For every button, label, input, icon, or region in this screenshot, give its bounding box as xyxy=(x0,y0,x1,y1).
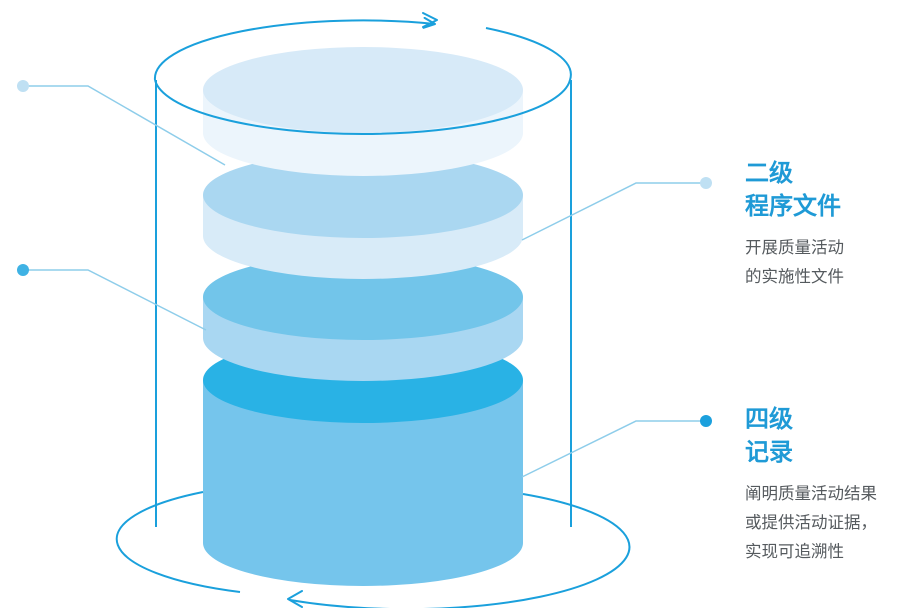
level-4-label: 四级 记录 阐明质量活动结果 或提供活动证据， 实现可追溯性 xyxy=(745,403,877,566)
level-2-label: 二级 程序文件 开展质量活动 的实施性文件 xyxy=(745,157,844,291)
level-2-description: 开展质量活动 的实施性文件 xyxy=(745,233,844,291)
level-4-desc-line2: 或提供活动证据， xyxy=(745,513,877,532)
level-4-description: 阐明质量活动结果 或提供活动证据， 实现可追溯性 xyxy=(745,479,877,566)
top-ring-back xyxy=(153,16,436,81)
leader-line-level-2 xyxy=(521,182,706,241)
leader-line-level-1 xyxy=(23,85,226,166)
level-4-desc-line1: 阐明质量活动结果 xyxy=(745,484,877,503)
bottom-ring-right xyxy=(289,493,631,608)
level-2-desc-line1: 开展质量活动 xyxy=(745,238,844,257)
level-4-desc-line3: 实现可追溯性 xyxy=(745,542,844,561)
rotation-arrow-icon xyxy=(287,590,303,608)
leader-dot-level-3 xyxy=(17,264,29,276)
top-ring-front xyxy=(154,27,572,135)
layer-3-disk xyxy=(203,254,523,381)
level-4-title: 四级 记录 xyxy=(745,403,877,469)
level-2-title-line2: 程序文件 xyxy=(745,192,841,220)
leader-line-level-3 xyxy=(23,269,207,331)
level-4-title-line1: 四级 xyxy=(745,405,793,433)
rotation-arrow-icon xyxy=(422,12,438,28)
layer-2-procedures-disk xyxy=(203,152,523,279)
bottom-ring-left xyxy=(115,491,241,593)
level-2-title: 二级 程序文件 xyxy=(745,157,844,223)
leader-dot-level-2 xyxy=(700,177,712,189)
leader-dot-level-4 xyxy=(700,415,712,427)
leader-line-level-4 xyxy=(521,420,706,478)
level-2-desc-line2: 的实施性文件 xyxy=(745,267,844,286)
level-2-title-line1: 二级 xyxy=(745,159,793,187)
layer-1-disk xyxy=(203,47,523,176)
level-4-title-line2: 记录 xyxy=(745,438,793,466)
leader-dot-level-1 xyxy=(17,80,29,92)
